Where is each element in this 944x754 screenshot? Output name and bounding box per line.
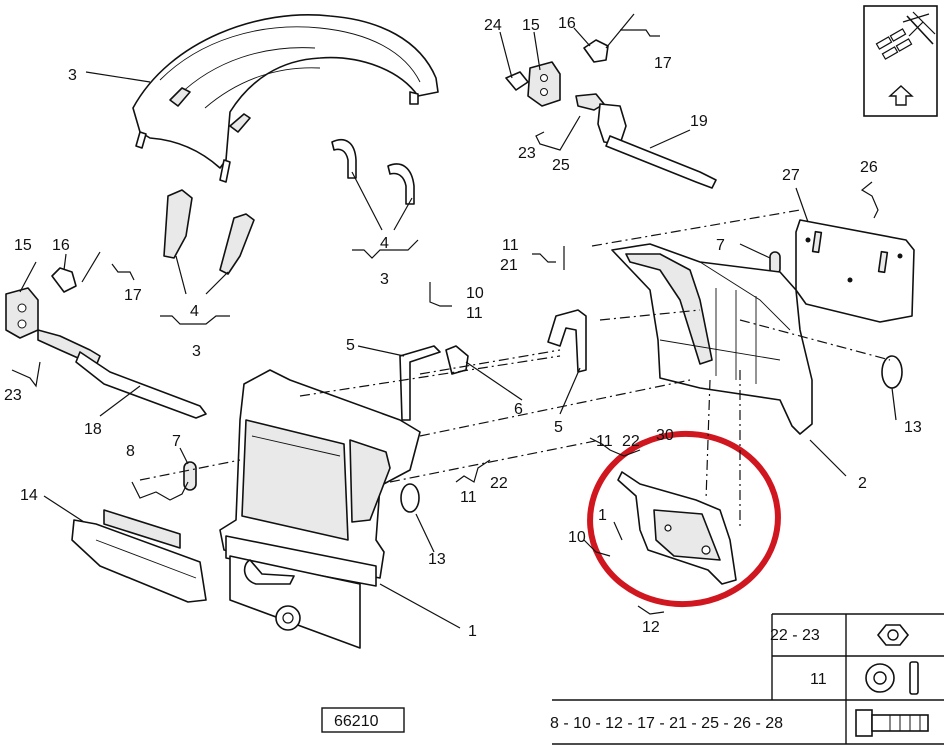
label-22b: 22 (622, 433, 640, 450)
legend-row-1-codes: 22 - 23 (770, 627, 820, 644)
mounting-plate-27 (795, 219, 915, 323)
label-16a: 16 (558, 15, 576, 32)
label-7b: 7 (172, 433, 181, 450)
washer-icon (865, 661, 919, 695)
label-11a: 11 (502, 237, 519, 254)
assembly-dash-lines (139, 209, 891, 530)
label-5a: 5 (346, 337, 355, 354)
label-19: 19 (690, 113, 708, 130)
label-5b: 5 (554, 419, 563, 436)
bracket-part-5-right (547, 309, 587, 373)
frame-part-1 (219, 369, 421, 649)
label-17a: 17 (654, 55, 672, 72)
label-7a: 7 (716, 237, 725, 254)
legend-table: 22 - 23 11 8 - 10 - 12 - 17 - 21 - 25 - … (550, 613, 944, 745)
label-12: 12 (642, 619, 660, 636)
fender-mount-arrow-icon (863, 5, 938, 117)
label-11b: 11 (466, 305, 483, 322)
bracket-part-4-upper (331, 138, 415, 205)
label-3c: 3 (192, 343, 201, 360)
label-27: 27 (782, 167, 800, 184)
label-3b: 3 (380, 271, 389, 288)
bracket-part-4-lower (163, 189, 255, 275)
label-25: 25 (552, 157, 570, 174)
label-15a: 15 (522, 17, 540, 34)
label-17b: 17 (124, 287, 142, 304)
reference-code: 66210 (334, 713, 379, 730)
highlight-circle (587, 430, 781, 608)
label-14: 14 (20, 487, 38, 504)
label-21: 21 (500, 257, 518, 274)
label-1b: 1 (598, 507, 607, 524)
label-6: 6 (514, 401, 523, 418)
legend-row-2-codes: 11 (810, 671, 827, 688)
legend-row-3-codes: 8 - 10 - 12 - 17 - 21 - 25 - 26 - 28 (550, 715, 783, 732)
highlighted-bracket (617, 471, 737, 585)
label-13b: 13 (428, 551, 446, 568)
label-10a: 10 (466, 285, 484, 302)
right-pivot-assembly (505, 13, 717, 189)
label-26: 26 (860, 159, 878, 176)
label-4a: 4 (380, 235, 389, 252)
left-pivot-assembly (5, 251, 207, 419)
frame-part-2 (611, 243, 813, 435)
label-23a: 23 (518, 145, 536, 162)
label-15b: 15 (14, 237, 32, 254)
label-30: 30 (656, 427, 674, 444)
label-24: 24 (484, 17, 502, 34)
label-10b: 10 (568, 529, 586, 546)
label-1a: 1 (468, 623, 477, 640)
label-13a: 13 (904, 419, 922, 436)
grommet-part-13-right (881, 355, 903, 389)
label-18: 18 (84, 421, 102, 438)
label-11c: 11 (460, 489, 477, 506)
mudflap-part-14 (71, 509, 207, 603)
bolt-icon (855, 709, 929, 737)
bracket-part-5-left (399, 345, 469, 421)
part-labels: 3 4 3 4 3 24 15 16 17 19 23 25 27 26 15 … (4, 15, 922, 640)
label-23b: 23 (4, 387, 22, 404)
label-8: 8 (126, 443, 135, 460)
label-2: 2 (858, 475, 867, 492)
grommet-part-13-left (400, 483, 420, 513)
label-11d: 11 (596, 433, 613, 450)
label-4b: 4 (190, 303, 199, 320)
label-16b: 16 (52, 237, 70, 254)
leader-lines (11, 27, 897, 629)
reference-box: 66210 (321, 707, 405, 733)
label-22: 22 (490, 475, 508, 492)
fender-part-3 (132, 14, 439, 183)
hex-nut-icon (876, 624, 910, 646)
label-3a: 3 (68, 67, 77, 84)
